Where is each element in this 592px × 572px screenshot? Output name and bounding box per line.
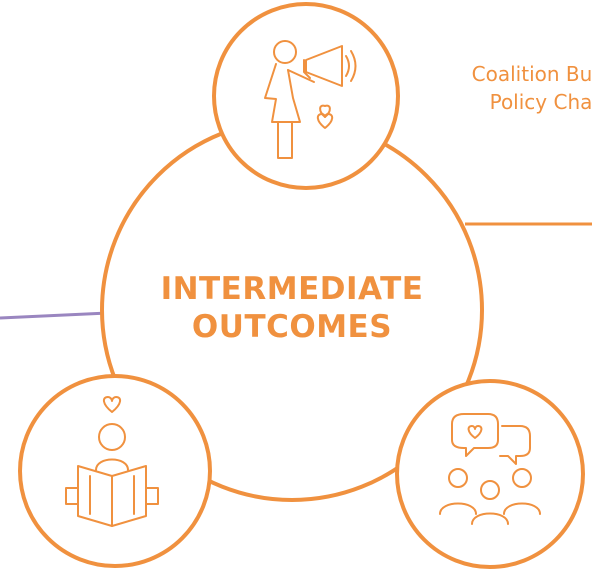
center-title-line2: OUTCOMES — [191, 309, 393, 345]
bottom-right-node — [395, 379, 585, 569]
top-node — [212, 2, 400, 190]
reading-person-icon — [65, 396, 159, 527]
group-conversation-icon — [439, 413, 541, 525]
center-title-line1: INTERMEDIATE — [160, 271, 424, 307]
megaphone-person-icon — [264, 40, 357, 159]
center-title: INTERMEDIATE OUTCOMES — [120, 270, 464, 346]
bottom-right-node-circle — [395, 379, 585, 569]
top-node-label-line1: Coalition Bu — [471, 62, 592, 86]
bottom-left-node — [18, 374, 212, 568]
top-node-circle — [212, 2, 400, 190]
bottom-left-node-circle — [18, 374, 212, 568]
top-node-label-line2: Policy Cha — [489, 90, 592, 114]
connector-left-line — [0, 311, 109, 320]
top-node-label: Coalition Bu Policy Cha — [412, 60, 592, 116]
